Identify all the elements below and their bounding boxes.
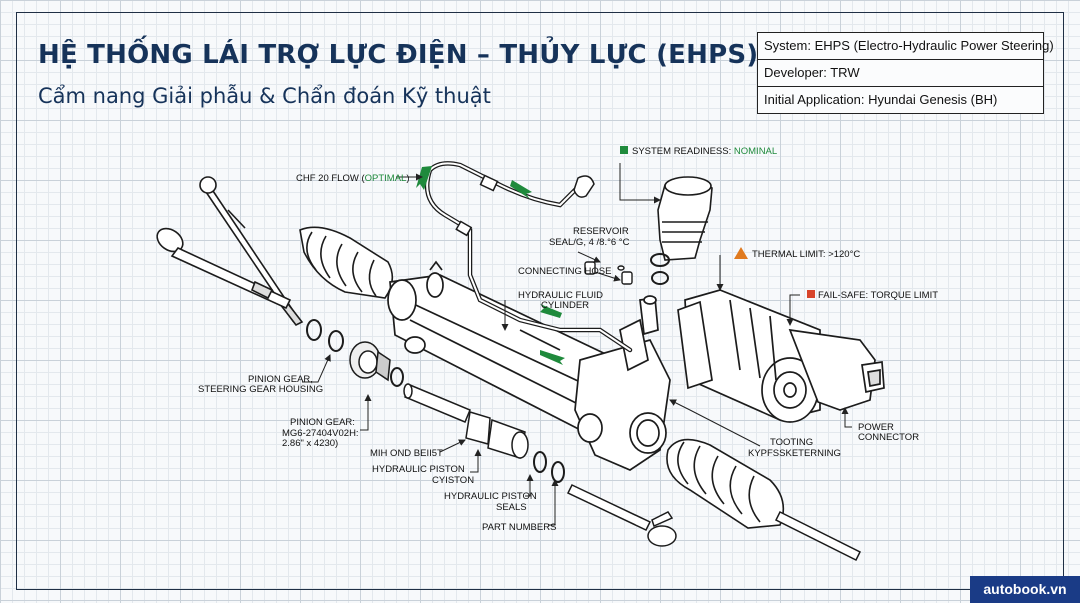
left-bellows-boot xyxy=(299,226,394,299)
pinion-gear-label-1: PINION GEAR: xyxy=(290,417,355,428)
hydraulic-piston xyxy=(465,411,529,459)
reservoir-label-2: SEAL/G, 4 /8.°6 °C xyxy=(549,237,630,248)
leader-lines xyxy=(302,163,852,526)
watermark-badge: autobook.vn xyxy=(970,576,1080,603)
part-numbers-label: PART NUMBERS xyxy=(482,522,556,533)
pinion-gear-label-2: MG6-27404V02H: xyxy=(282,428,359,439)
flow-label: CHF 20 FLOW (OPTIMAL) xyxy=(296,173,410,184)
right-bellows-boot xyxy=(666,438,785,529)
tooting-label-1: TOOTING xyxy=(770,437,813,448)
info-application: Initial Application: Hyundai Genesis (BH… xyxy=(764,92,998,107)
pipe-fittings xyxy=(455,174,595,237)
valve-body xyxy=(574,295,671,471)
system-info-box: System: EHPS (Electro-Hydraulic Power St… xyxy=(757,32,1054,114)
left-outer-tie-rod xyxy=(199,176,304,327)
mih-label: MIH OND BEII5T xyxy=(370,448,443,459)
pinion-label-1: PINION GEAR, xyxy=(248,374,313,385)
seals-label-1: HYDRAULIC PISTON xyxy=(444,491,537,502)
right-outer-tie-rod xyxy=(566,484,677,547)
page-subtitle: Cẩm nang Giải phẫu & Chẩn đoán Kỹ thuật xyxy=(38,84,491,108)
piston-seals xyxy=(533,451,565,483)
seals-label-2: SEALS xyxy=(496,502,527,513)
electric-motor-pump xyxy=(677,289,885,423)
failsafe-alert-square xyxy=(807,290,815,298)
piston-label-1: HYDRAULIC PISTON xyxy=(372,464,465,475)
blueprint-frame xyxy=(16,12,1064,590)
fluid-reservoir xyxy=(650,176,713,285)
failsafe-label: FAIL-SAFE: TORQUE LIMIT xyxy=(818,290,938,301)
info-developer: Developer: TRW xyxy=(758,60,1043,87)
thermal-warning-icon xyxy=(734,247,748,259)
flow-arrows xyxy=(416,166,565,365)
tooting-label-2: KYPFSSKETERNING xyxy=(748,448,841,459)
left-seal-rings xyxy=(306,319,404,387)
piston-label-2: CYISTON xyxy=(432,475,474,486)
page-title: HỆ THỐNG LÁI TRỢ LỰC ĐIỆN – THỦY LỰC (EH… xyxy=(38,40,759,70)
readiness-label: SYSTEM READINESS: NOMINAL xyxy=(632,146,777,157)
pinion-label-2: STEERING GEAR HOUSING xyxy=(198,384,323,395)
power-connector-label-2: CONNECTOR xyxy=(858,432,919,443)
reservoir-seals xyxy=(584,261,633,285)
thermal-label: THERMAL LIMIT: >120°C xyxy=(752,249,860,260)
readiness-status-square xyxy=(620,146,628,154)
power-connector-label-1: POWER xyxy=(858,422,894,433)
left-inner-tie-rod xyxy=(156,227,292,310)
reservoir-label-1: RESERVOIR xyxy=(573,226,629,237)
connecting-hose-label: CONNECTING HOSE xyxy=(518,266,611,277)
right-inner-tie-rod xyxy=(774,510,862,562)
info-system: System: EHPS (Electro-Hydraulic Power St… xyxy=(758,33,1054,60)
hydraulic-fluid-label-1: HYDRAULIC FLUID xyxy=(518,290,603,301)
pinion-gear xyxy=(349,341,391,382)
hydraulic-fluid-label-2: CYLINDER xyxy=(541,300,589,311)
pinion-gear-label-3: 2.86" x 4230) xyxy=(282,438,338,449)
input-shaft xyxy=(403,383,471,423)
